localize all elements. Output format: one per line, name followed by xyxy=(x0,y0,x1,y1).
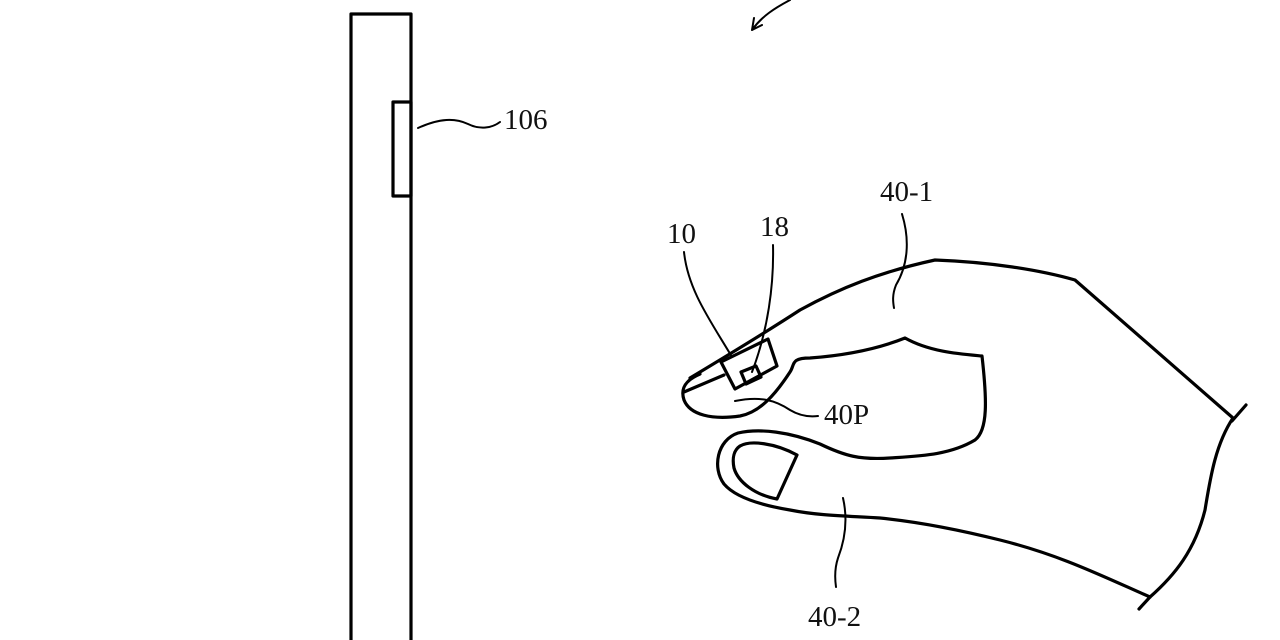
reference-arrow xyxy=(751,0,791,31)
label-10: 10 xyxy=(667,218,696,250)
leader-18 xyxy=(751,244,775,373)
label-40-1: 40-1 xyxy=(880,176,934,208)
label-18: 18 xyxy=(760,211,789,243)
index-finger-top-outline xyxy=(688,258,1235,420)
thumbnail xyxy=(731,441,799,501)
leader-40-2 xyxy=(834,497,847,588)
leader-106 xyxy=(417,118,501,129)
label-40P: 40P xyxy=(824,399,870,431)
leader-40P xyxy=(734,397,819,418)
label-106: 106 xyxy=(504,104,548,136)
leader-40-1 xyxy=(892,213,908,309)
device-button-106 xyxy=(391,100,413,198)
wrist-tick-bottom xyxy=(1137,595,1152,611)
electronic-device-body xyxy=(349,12,413,640)
sensor-18 xyxy=(739,364,763,386)
index-fingernail-line xyxy=(682,373,726,394)
leader-10 xyxy=(683,251,733,358)
label-40-2: 40-2 xyxy=(808,601,862,633)
ring-device-10 xyxy=(719,337,779,391)
hand-bottom-outline xyxy=(681,336,1152,599)
hand-back-outline xyxy=(1148,416,1235,599)
